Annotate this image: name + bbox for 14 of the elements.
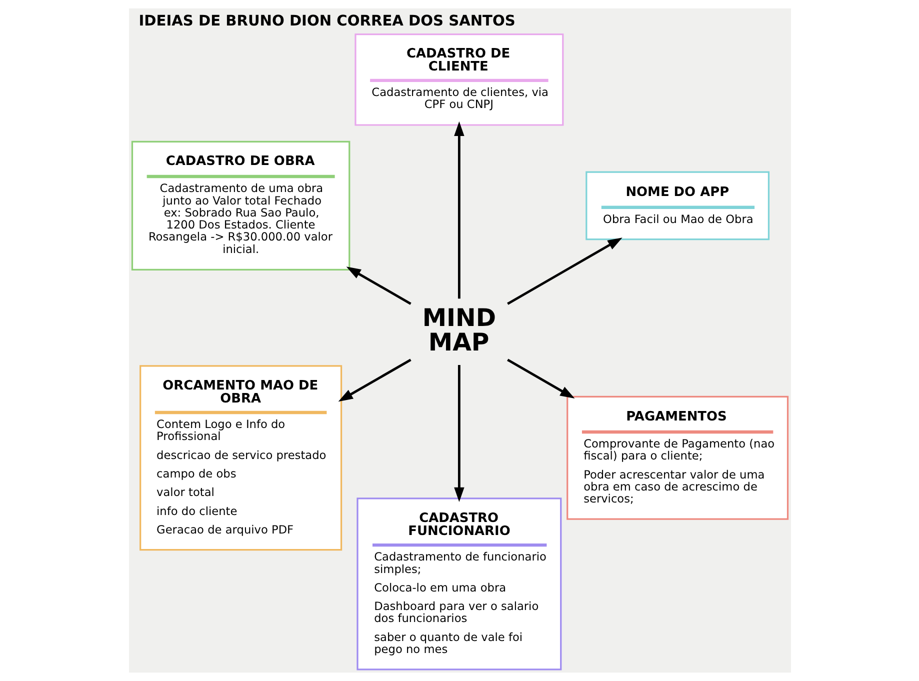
node-box: PAGAMENTOS Comprovante de Pagamento (nao fiscal) para o cliente; Poder acrescentar valor de uma obra em caso de acrescimo de servicos; xyxy=(566,396,788,520)
arrow xyxy=(454,365,464,502)
node-box: CADASTRO FUNCIONARIO Cadastramento de funcionario simples; Coloca-lo em uma obra Dashboard para ver o salario dos funcionarios saber o quanto de vale foi pego no mes xyxy=(356,498,562,670)
node-box: CADASTRO DE CLIENTE Cadastramento de clientes, via CPF ou CNPJ xyxy=(354,33,564,126)
node-box: CADASTRO DE OBRA Cadastramento de uma obra junto ao Valor total Fechado ex: Sobrado Rua Sao Paulo, 1200 Dos Estados. Cliente Rosangela -> R$30.000.00 valor inicial. xyxy=(130,140,350,271)
arrow xyxy=(454,121,464,299)
arrow xyxy=(506,238,622,305)
node-text: MIND MAP xyxy=(422,303,496,356)
node-box: NOME DO APP Obra Facil ou Mao de Obra xyxy=(585,171,770,240)
diagram-title: IDEIAS DE BRUNO DION CORREA DOS SANTOS xyxy=(138,12,515,30)
arrow xyxy=(506,358,574,399)
arrow xyxy=(338,358,411,402)
node-box: ORCAMENTO MAO DE OBRA Contem Logo e Info do Profissional descricao de servico prestado campo de obs valor total info do cliente Geracao de arquivo PDF xyxy=(139,365,342,551)
arrow xyxy=(346,266,411,305)
